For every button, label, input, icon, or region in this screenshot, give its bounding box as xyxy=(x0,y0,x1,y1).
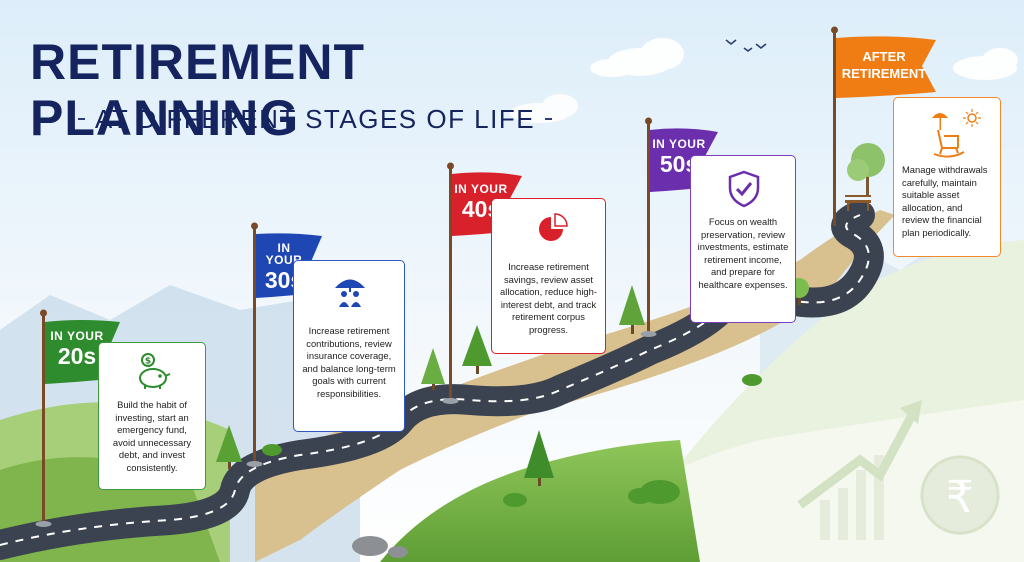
cloud xyxy=(590,38,684,77)
flag-line2: RETIREMENT xyxy=(841,66,927,81)
subtitle-rule-left xyxy=(78,118,85,120)
rock xyxy=(352,536,408,558)
stage-card-50s: Focus on wealth preservation, review inv… xyxy=(690,155,796,323)
stage-description: Increase retirement savings, review asse… xyxy=(500,261,597,335)
tree xyxy=(524,430,554,486)
family-umbrella-icon xyxy=(335,279,365,307)
flag-line2: 50s xyxy=(659,151,699,177)
flag-after-retirement xyxy=(836,36,936,98)
flagpole-50s xyxy=(640,117,657,337)
bush xyxy=(262,374,762,507)
tree xyxy=(421,348,445,390)
road-center-line xyxy=(0,214,870,546)
tree xyxy=(619,285,645,334)
flag-line1: AFTER xyxy=(862,49,906,64)
tree xyxy=(847,143,885,195)
bench-icon xyxy=(845,195,871,211)
flag-label-20s: IN YOUR 20s xyxy=(47,330,107,368)
stage-card-20s: $ Build the habit of investing, start an… xyxy=(98,342,206,490)
page-title: RETIREMENT PLANNING xyxy=(30,34,365,146)
subtitle-row: AT DIFFERENT STAGES OF LIFE xyxy=(78,104,552,134)
flagpole-after-retirement xyxy=(831,26,838,226)
stage-description: Focus on wealth preservation, review inv… xyxy=(697,216,789,290)
flagpole-20s xyxy=(35,309,52,527)
growth-chart-icon xyxy=(797,400,922,540)
stage-card-30s: Increase retirement contributions, revie… xyxy=(293,260,405,432)
svg-text:₹: ₹ xyxy=(946,472,974,523)
tree xyxy=(462,325,492,374)
flag-label-50s: IN YOUR 50s xyxy=(652,138,706,176)
flagpole-40s xyxy=(442,162,459,404)
stage-card-after-retirement: Manage withdrawals carefully, maintain s… xyxy=(893,97,1001,257)
tree xyxy=(216,425,242,469)
birds-icon xyxy=(725,39,767,52)
svg-text:$: $ xyxy=(145,357,151,367)
stage-description: Increase retirement contributions, revie… xyxy=(302,325,396,399)
flagpole-30s xyxy=(246,222,263,467)
flag-line1: IN YOUR xyxy=(454,182,508,196)
flag-label-after-retirement: AFTER RETIREMENT xyxy=(838,50,930,80)
flag-line2: 20s xyxy=(57,343,97,369)
flag-line1: IN YOUR xyxy=(652,137,706,151)
flag-line2: 40s xyxy=(461,196,501,222)
cloud xyxy=(953,48,1018,80)
flag-line1: IN YOUR xyxy=(50,329,104,343)
flag-label-40s: IN YOUR 40s xyxy=(454,183,508,221)
stage-card-40s: Increase retirement savings, review asse… xyxy=(491,198,606,354)
stage-description: Build the habit of investing, start an e… xyxy=(112,399,192,473)
hill xyxy=(380,440,700,562)
rocking-chair-icon xyxy=(932,109,981,158)
stage-description: Manage withdrawals carefully, maintain s… xyxy=(902,164,988,238)
shield-check-icon xyxy=(728,170,760,208)
pie-chart-icon xyxy=(539,213,568,241)
page-subtitle: AT DIFFERENT STAGES OF LIFE xyxy=(94,103,536,134)
flag-line1: IN YOUR xyxy=(265,241,303,267)
subtitle-rule-right xyxy=(545,118,552,120)
piggy-bank-icon: $ xyxy=(139,353,171,389)
rupee-coin-icon: ₹ xyxy=(920,455,1000,535)
cloud xyxy=(510,94,578,123)
